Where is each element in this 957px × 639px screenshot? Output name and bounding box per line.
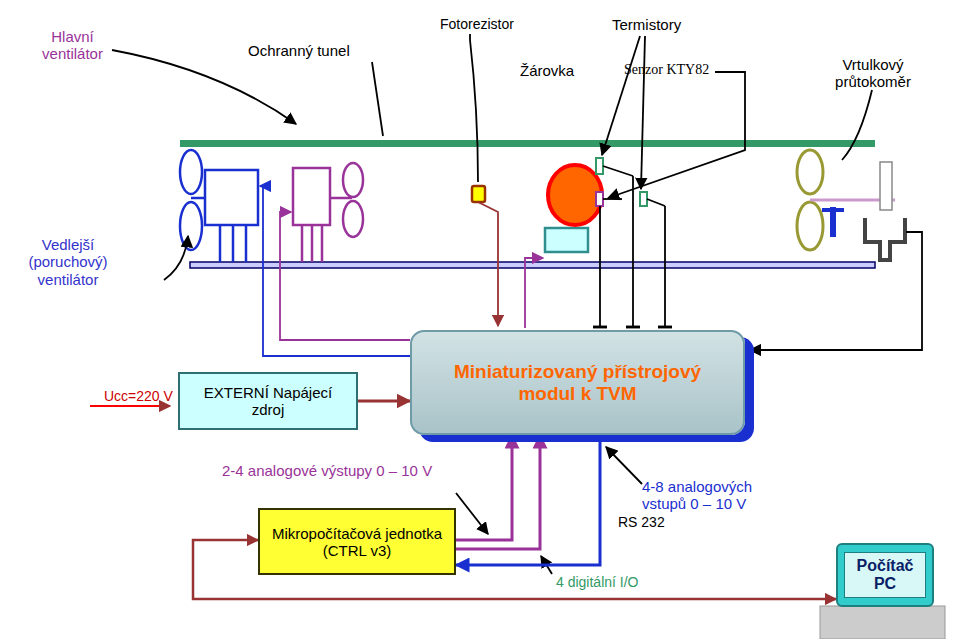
callout-label: Vrtulkový průtokoměr	[828, 56, 918, 91]
pc-monitor: Počítač PC	[836, 543, 934, 607]
callout-label: 4 digitální I/O	[556, 574, 676, 590]
controller-box: Mikropočítačová jednotka (CTRL v3)	[258, 508, 456, 575]
callout-label: Ucc=220 V	[104, 388, 184, 404]
signal-connector	[456, 435, 512, 540]
module-box: Miniaturizovaný přístrojový modul k TVM	[410, 330, 745, 435]
callout-label: Hlavní ventilátor	[30, 28, 115, 63]
propeller-flowmeter	[797, 150, 905, 260]
signal-wires	[260, 166, 922, 356]
bulb	[548, 165, 602, 225]
pc-base	[820, 606, 945, 639]
bulb-base	[545, 228, 588, 252]
callout-label: Fotorezistor	[440, 16, 550, 32]
node-text: Mikropočítačová jednotka (CTRL v3)	[268, 525, 446, 559]
signal-connector	[456, 435, 540, 549]
node-text: EXTERNÍ Napájecí zdroj	[188, 384, 348, 418]
callout-label: 4-8 analogových vstupů 0 – 10 V	[642, 478, 792, 513]
signal-connector	[358, 400, 410, 403]
node-text: Miniaturizovaný přístrojový modul k TVM	[453, 361, 703, 405]
thermistor	[640, 192, 647, 206]
callout-label: Senzor KTY82	[624, 62, 734, 78]
power-supply-box: EXTERNÍ Napájecí zdroj	[178, 372, 358, 430]
callout-label: Žárovka	[520, 62, 600, 79]
leader-lines	[90, 34, 872, 574]
node-text: Počítač PC	[844, 552, 926, 598]
main-fan	[293, 163, 363, 262]
callout-label: RS 232	[618, 514, 698, 530]
callout-label: Ochranný tunel	[248, 42, 388, 59]
callout-label: Termistory	[612, 16, 712, 33]
kty82-sensor	[596, 192, 603, 206]
tunnel-bar	[180, 140, 875, 147]
secondary-fan	[180, 150, 258, 262]
callout-label: 2-4 analogové výstupy 0 – 10 V	[222, 462, 452, 479]
photoresistor	[472, 186, 485, 202]
callout-label: Vedlejší (poruchový) ventilátor	[18, 236, 118, 288]
signal-connector	[456, 435, 600, 565]
base-bar	[190, 262, 875, 268]
thermistor	[596, 158, 603, 174]
